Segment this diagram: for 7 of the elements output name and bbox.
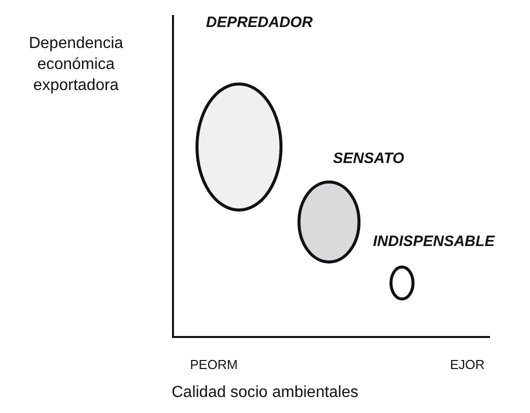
axis-title: Calidad socio ambientales — [170, 383, 360, 403]
axis-title: Dependencia económica exportadora — [28, 34, 124, 96]
category-label: SENSATO — [333, 150, 404, 167]
axis-end-label: PEORM — [190, 357, 239, 374]
category-label: INDISPENSABLE — [373, 233, 495, 250]
axis-end-label: EJOR — [450, 357, 486, 374]
category-label: DEPREDADOR — [206, 14, 313, 31]
